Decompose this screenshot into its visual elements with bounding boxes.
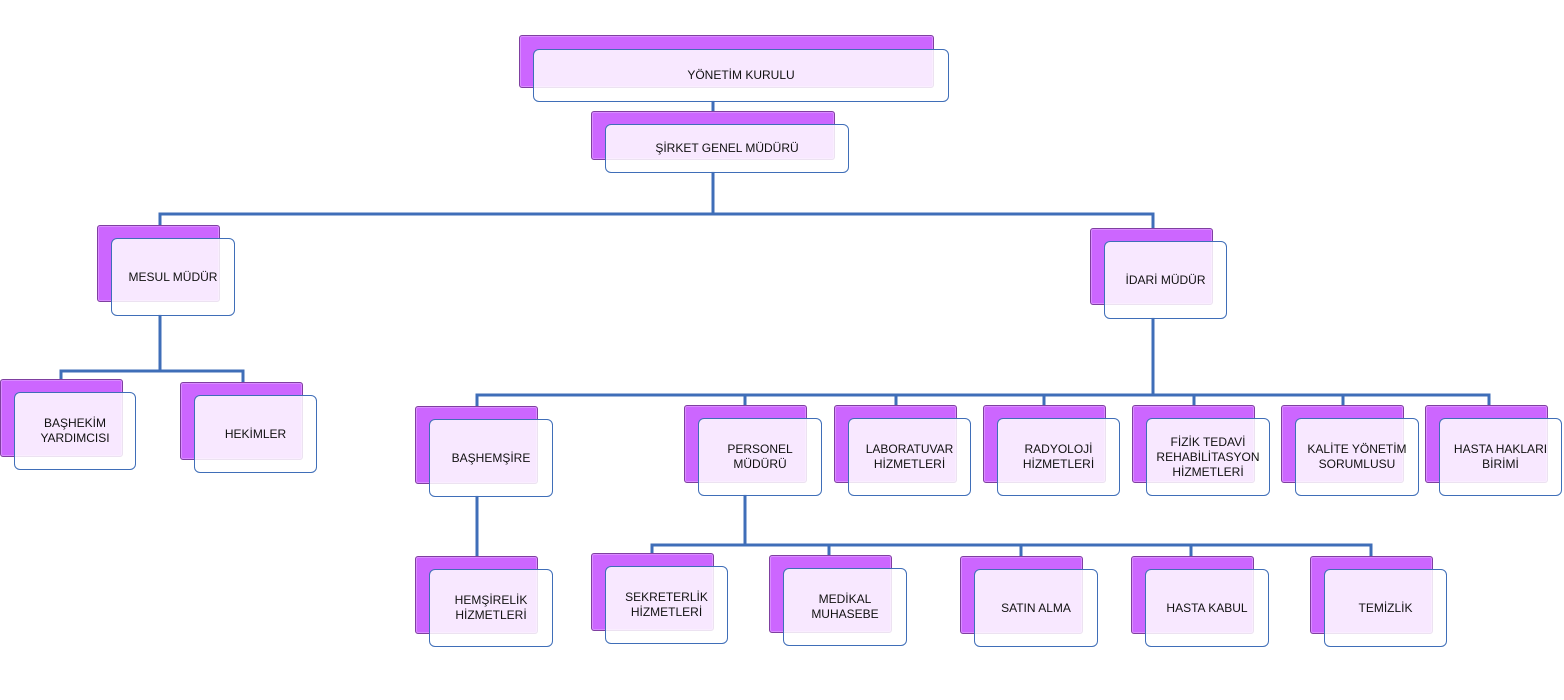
node-fizik-tedavi: FİZİK TEDAVİ REHABİLİTASYON HİZMETLERİ	[1132, 405, 1270, 496]
node-mesul-mudur: MESUL MÜDÜR	[97, 225, 235, 316]
node-hemsirelik: HEMŞİRELİK HİZMETLERİ	[415, 556, 553, 647]
node-label: MEDİKAL MUHASEBE	[783, 568, 907, 646]
node-label: KALİTE YÖNETİM SORUMLUSU	[1295, 418, 1419, 496]
node-label: HASTA KABUL	[1145, 569, 1269, 647]
node-label: TEMİZLİK	[1324, 569, 1447, 647]
node-kalite-yonetim: KALİTE YÖNETİM SORUMLUSU	[1281, 405, 1419, 496]
node-label: HASTA HAKLARI BİRİMİ	[1439, 418, 1562, 496]
node-label: HEMŞİRELİK HİZMETLERİ	[429, 569, 553, 647]
node-label: PERSONEL MÜDÜRÜ	[698, 418, 822, 496]
node-hasta-haklari: HASTA HAKLARI BİRİMİ	[1425, 405, 1562, 496]
node-label: RADYOLOJİ HİZMETLERİ	[997, 418, 1120, 496]
node-label: FİZİK TEDAVİ REHABİLİTASYON HİZMETLERİ	[1146, 418, 1270, 496]
node-label: SATIN ALMA	[974, 569, 1098, 647]
node-label: SEKRETERLİK HİZMETLERİ	[605, 566, 728, 644]
node-bashemsire: BAŞHEMŞİRE	[415, 406, 553, 497]
node-yonetim-kurulu: YÖNETİM KURULU	[519, 35, 949, 102]
node-hekimler: HEKİMLER	[180, 382, 317, 473]
node-satin-alma: SATIN ALMA	[960, 556, 1098, 647]
node-radyoloji: RADYOLOJİ HİZMETLERİ	[983, 405, 1120, 496]
node-sekreterlik: SEKRETERLİK HİZMETLERİ	[591, 553, 728, 644]
node-label: LABORATUVAR HİZMETLERİ	[848, 418, 971, 496]
node-idari-mudur: İDARİ MÜDÜR	[1090, 228, 1227, 319]
node-laboratuvar: LABORATUVAR HİZMETLERİ	[834, 405, 971, 496]
connector-gm-branch	[158, 171, 1155, 242]
node-label: YÖNETİM KURULU	[533, 49, 949, 102]
node-label: BAŞHEKİM YARDIMCISI	[14, 392, 136, 470]
node-label: BAŞHEMŞİRE	[429, 419, 553, 497]
node-label: ŞİRKET GENEL MÜDÜRÜ	[605, 124, 849, 173]
node-temizlik: TEMİZLİK	[1310, 556, 1447, 647]
node-bashekim-yardimcisi: BAŞHEKİM YARDIMCISI	[0, 379, 136, 470]
node-genel-mudur: ŞİRKET GENEL MÜDÜRÜ	[591, 111, 849, 173]
node-hasta-kabul: HASTA KABUL	[1131, 556, 1269, 647]
node-label: MESUL MÜDÜR	[111, 238, 235, 316]
connector-mesul-branch	[59, 314, 245, 398]
node-medikal-muhasebe: MEDİKAL MUHASEBE	[769, 555, 907, 646]
node-label: HEKİMLER	[194, 395, 317, 473]
node-personel-muduru: PERSONEL MÜDÜRÜ	[684, 405, 822, 496]
node-label: İDARİ MÜDÜR	[1104, 241, 1227, 319]
